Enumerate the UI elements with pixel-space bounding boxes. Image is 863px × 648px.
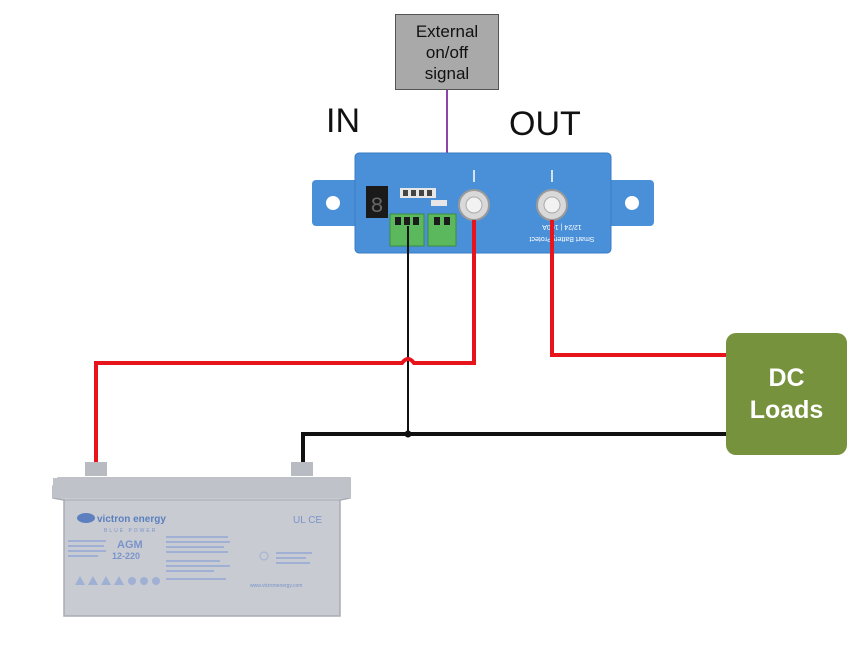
warning-icons: [75, 576, 226, 585]
right-mount-hole: [625, 196, 639, 210]
digit-display: [366, 186, 388, 218]
right-connector: [427, 213, 457, 247]
battery-brand: victron energy: [97, 514, 166, 525]
external-signal-line-2: on/off: [425, 42, 469, 62]
header-pins: [400, 188, 436, 198]
battery-positive-post: [85, 462, 107, 476]
in-label: IN: [326, 102, 360, 140]
dc-loads-line-2: Loads: [749, 396, 824, 424]
victron-logo-icon: [77, 513, 95, 523]
external-signal-box: External on/off signal: [395, 14, 499, 90]
negative-wire-to-load: [301, 432, 726, 470]
battery-brand-sub: BLUE POWER: [104, 528, 157, 534]
battery-cert-marks: UL CE: [293, 515, 322, 526]
battery-negative-post: [291, 462, 313, 476]
device-side-text-1: Smart BatteryProtect: [529, 235, 594, 242]
battery-model-1: AGM: [117, 539, 143, 551]
left-mount-hole: [326, 196, 340, 210]
battery: victron energy BLUE POWER AGM 12-220 UL …: [52, 462, 351, 617]
svg-text:8: 8: [370, 194, 383, 219]
dc-loads-line-1: DC: [768, 364, 805, 392]
positive-wire-battery-to-in: [94, 220, 476, 470]
external-signal-line-1: External: [415, 21, 479, 41]
battery-model-2: 12-220: [112, 551, 140, 561]
dc-loads-box: DC Loads: [726, 333, 847, 455]
positive-wire-out-to-load: [550, 220, 726, 357]
external-signal-line-3: signal: [424, 63, 470, 83]
battery-protect-device: 8 Smart BatteryProtect 12/24 | 100A: [312, 152, 654, 254]
out-label: OUT: [509, 105, 581, 143]
ground-junction: [404, 430, 412, 438]
battery-website: www.victronenergy.com: [250, 583, 302, 589]
device-side-text-2: 12/24 | 100A: [542, 223, 582, 230]
